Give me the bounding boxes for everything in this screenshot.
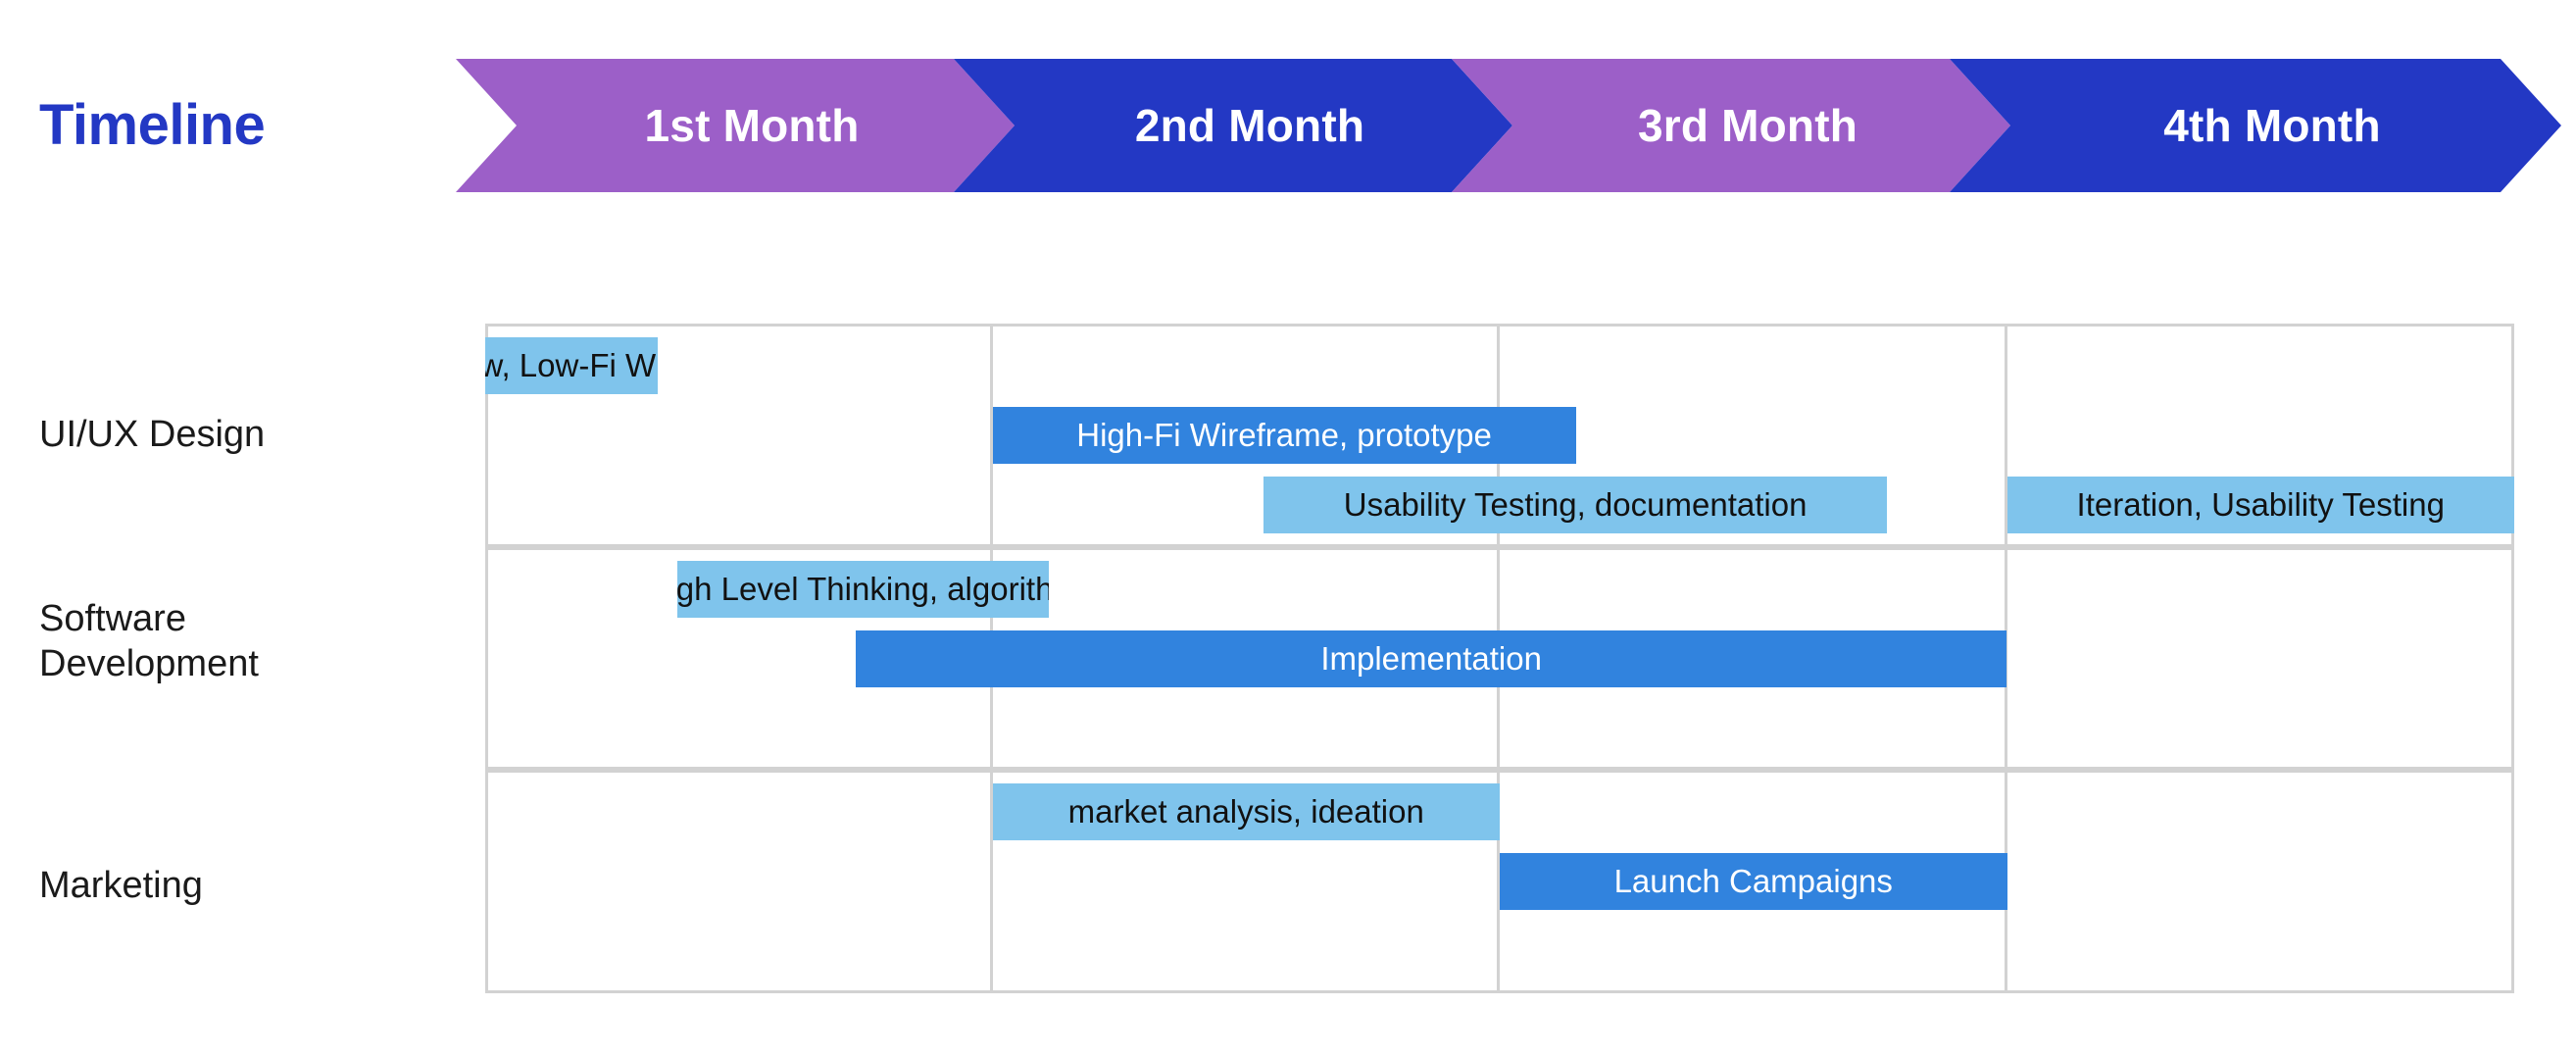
swimlane-label-ui-ux-design: UI/UX Design <box>39 414 266 455</box>
gantt-task-bar[interactable]: High-Fi Wireframe, prototype <box>992 407 1576 464</box>
timeline-month-banner: 1st Month 2nd Month 3rd Month 4th Month <box>456 59 2561 192</box>
month-chevron-label: 4th Month <box>2163 100 2381 151</box>
month-chevron-label: 2nd Month <box>1134 100 1365 151</box>
month-chevron-2nd[interactable]: 2nd Month <box>954 59 1512 192</box>
gantt-task-bar[interactable]: Launch Campaigns <box>1500 853 2007 911</box>
month-chevron-label: 1st Month <box>644 100 860 151</box>
gantt-cell <box>992 770 1500 993</box>
gantt-row-separator <box>485 768 2514 774</box>
gantt-task-bar[interactable]: Implementation <box>855 629 2007 687</box>
page-title: Timeline <box>39 93 266 157</box>
month-chevron-3rd[interactable]: 3rd Month <box>1452 59 2010 192</box>
gantt-cell <box>2006 770 2514 993</box>
gantt-task-bar[interactable]: market analysis, ideation <box>992 783 1500 841</box>
month-chevron-1st[interactable]: 1st Month <box>456 59 1015 192</box>
month-chevron-4th[interactable]: 4th Month <box>1950 59 2561 192</box>
gantt-task-bar[interactable]: Usability Testing, documentation <box>1263 477 1887 533</box>
gantt-grid: User flow, Low-Fi WireframeHigh-Fi Wiref… <box>485 324 2514 993</box>
gantt-task-bar[interactable]: High Level Thinking, algorithm <box>676 560 1049 618</box>
gantt-row-separator <box>485 544 2514 550</box>
gantt-cell <box>485 770 993 993</box>
swimlane-label-software-development: Software Development <box>39 598 259 684</box>
month-chevron-label: 3rd Month <box>1637 100 1858 151</box>
gantt-task-bar[interactable]: User flow, Low-Fi Wireframe <box>485 337 658 394</box>
gantt-task-bar[interactable]: Iteration, Usability Testing <box>2006 477 2514 533</box>
gantt-cell <box>2006 546 2514 771</box>
swimlane-label-marketing: Marketing <box>39 865 203 906</box>
